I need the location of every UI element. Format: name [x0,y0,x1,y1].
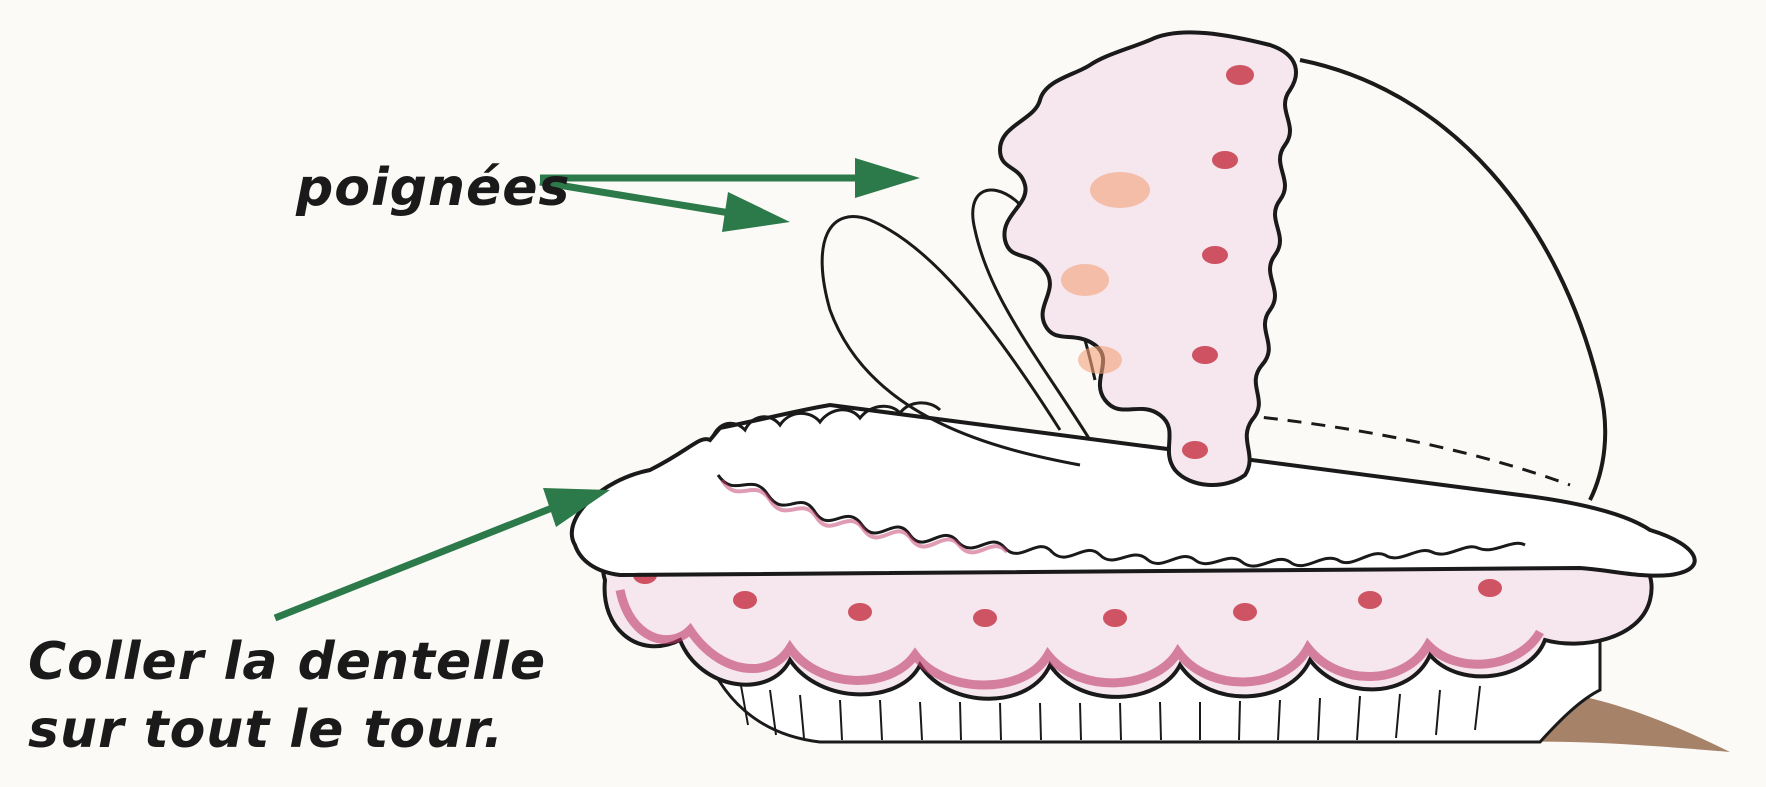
label-glue-line2: sur tout le tour. [28,696,546,764]
label-glue-instructions: Coller la dentelle sur tout le tour. [28,628,546,764]
label-handles: poignées [296,158,571,218]
arrow-to-handle-lower [540,182,790,232]
hood-outline [1300,60,1605,500]
hood-lace-band [1000,32,1296,485]
arrow-to-lace [275,488,610,618]
label-glue-line1: Coller la dentelle [28,628,546,696]
